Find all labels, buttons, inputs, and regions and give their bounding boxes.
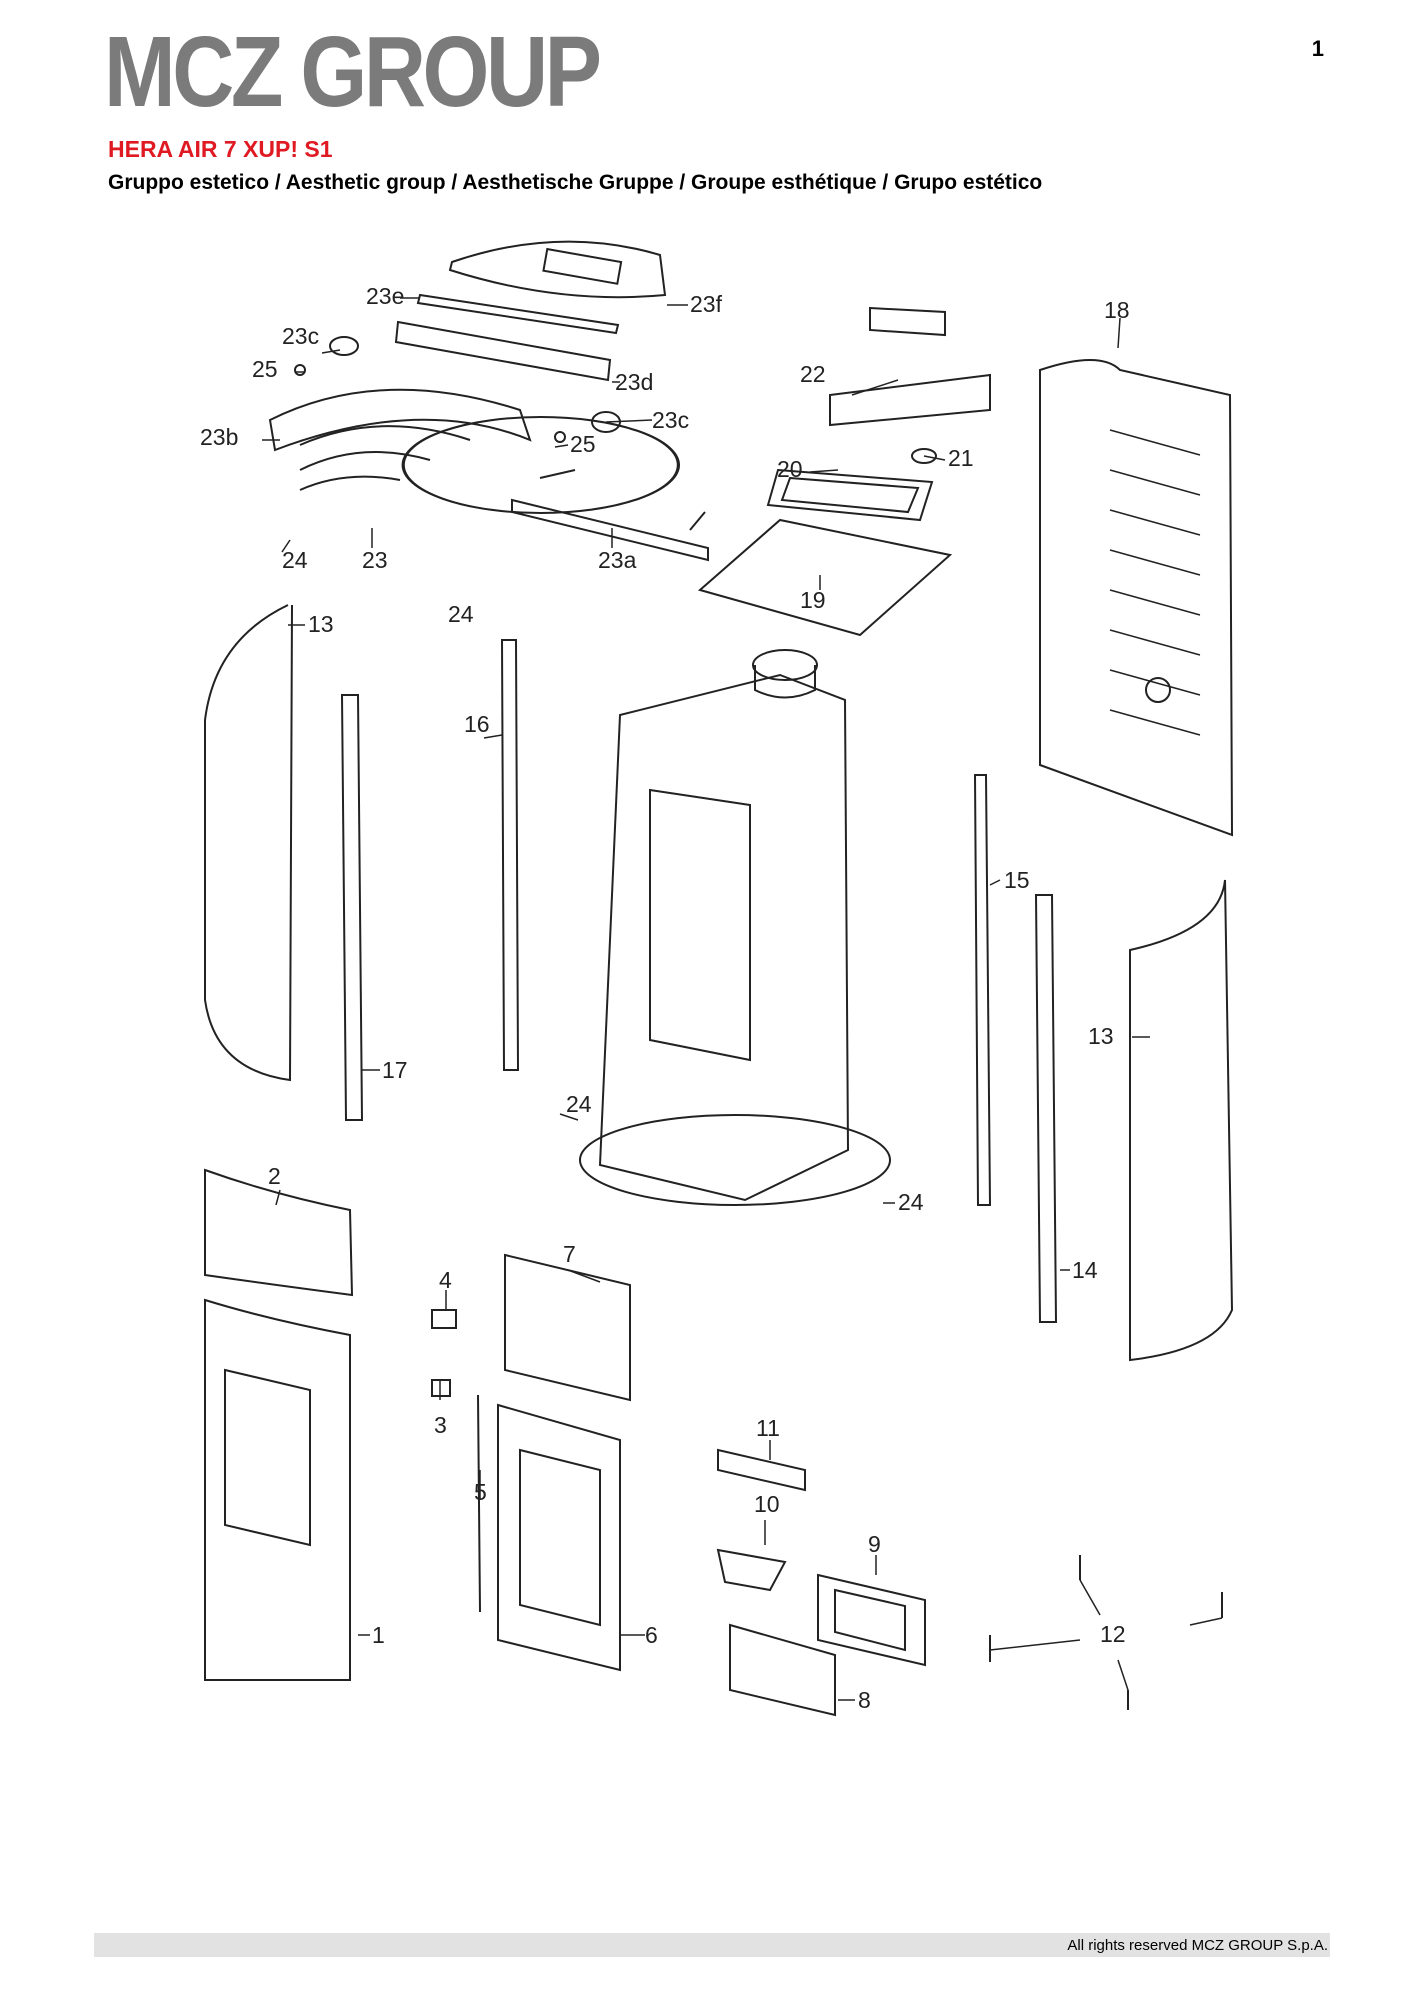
part-label: 10 <box>754 1491 780 1517</box>
part-label: 6 <box>645 1622 658 1648</box>
part-label: 18 <box>1104 297 1130 323</box>
part-17-strip-left <box>340 694 364 1121</box>
part-label: 13 <box>1088 1023 1114 1049</box>
part-label: 11 <box>756 1415 780 1441</box>
page-number: 1 <box>1311 36 1324 61</box>
footer-copyright: All rights reserved MCZ GROUP S.p.A. <box>1067 1937 1328 1954</box>
part-label: 23 <box>362 547 388 573</box>
part-16-strip <box>500 639 520 1071</box>
part-label: 15 <box>1004 867 1030 893</box>
part-label: 2 <box>268 1163 281 1189</box>
part-label: 23e <box>366 283 404 309</box>
part-2-top-panel <box>204 1168 354 1297</box>
part-4-hinge <box>431 1309 457 1329</box>
part-label: 21 <box>948 445 974 471</box>
part-label: 25 <box>252 356 278 382</box>
part-label: 22 <box>800 361 826 387</box>
part-21-washer <box>911 448 937 464</box>
part-label: 24 <box>566 1091 592 1117</box>
part-label: 24 <box>282 547 308 573</box>
part-5-rod <box>477 1394 481 1613</box>
part-14-strip-right <box>1034 894 1058 1323</box>
part-18-rear-panel <box>1039 359 1234 837</box>
part-13-side-panel-left <box>204 604 293 1082</box>
part-9-frame <box>817 1573 926 1667</box>
part-label: 23d <box>615 369 653 395</box>
part-label: 1 <box>372 1622 385 1648</box>
part-label: 7 <box>563 1241 576 1267</box>
part-3-latch <box>431 1379 451 1397</box>
part-20-gasket <box>766 468 934 522</box>
part-label: 25 <box>570 431 596 457</box>
part-23b-top-ring <box>401 416 681 514</box>
part-label: 14 <box>1072 1257 1098 1283</box>
part-1-front-panel <box>204 1298 351 1681</box>
footer-bar <box>94 1933 1330 1957</box>
part-label: 13 <box>308 611 334 637</box>
part-label: 5 <box>474 1479 487 1505</box>
part-15-strip-right <box>973 774 992 1206</box>
part-label: 12 <box>1100 1621 1126 1647</box>
part-12-screws <box>989 1555 1223 1710</box>
part-label: 20 <box>777 456 803 482</box>
part-11-bracket <box>717 1448 806 1492</box>
part-23e-bar <box>416 293 620 335</box>
part-23c-knob-left <box>329 336 359 356</box>
part-23f-top-cover <box>448 240 667 299</box>
part-label: 23c <box>652 407 689 433</box>
part-23d-bracket <box>394 320 612 382</box>
part-6-glass <box>519 1448 601 1627</box>
part-label: 19 <box>800 587 826 613</box>
part-8-plate <box>729 1623 836 1717</box>
part-label: 3 <box>434 1412 447 1438</box>
part-22-control-box <box>829 373 991 427</box>
part-label: 16 <box>464 711 490 737</box>
part-19-plate <box>697 518 953 637</box>
part-label: 9 <box>868 1531 881 1557</box>
part-label: 23f <box>690 291 723 317</box>
body-frame <box>598 673 850 1202</box>
part-label: 24 <box>898 1189 924 1215</box>
part-13-side-panel-right <box>1129 879 1234 1362</box>
part-label: 8 <box>858 1687 871 1713</box>
group-subtitle: Gruppo estetico / Aesthetic group / Aest… <box>108 171 1043 194</box>
part-6-door <box>497 1403 621 1672</box>
part-label: 4 <box>439 1267 452 1293</box>
part-label: 17 <box>382 1057 408 1083</box>
part-7-deflector <box>504 1253 631 1402</box>
brand-logo: MCZ GROUP <box>104 16 602 128</box>
part-23a-bracket <box>511 469 709 562</box>
part-label: 24 <box>448 601 474 627</box>
part-label: 23b <box>200 424 238 450</box>
part-10-ash-pan <box>716 1548 787 1592</box>
model-title: HERA AIR 7 XUP! S1 <box>108 136 333 162</box>
part-label: 23a <box>598 547 637 573</box>
part-label: 23c <box>282 323 319 349</box>
